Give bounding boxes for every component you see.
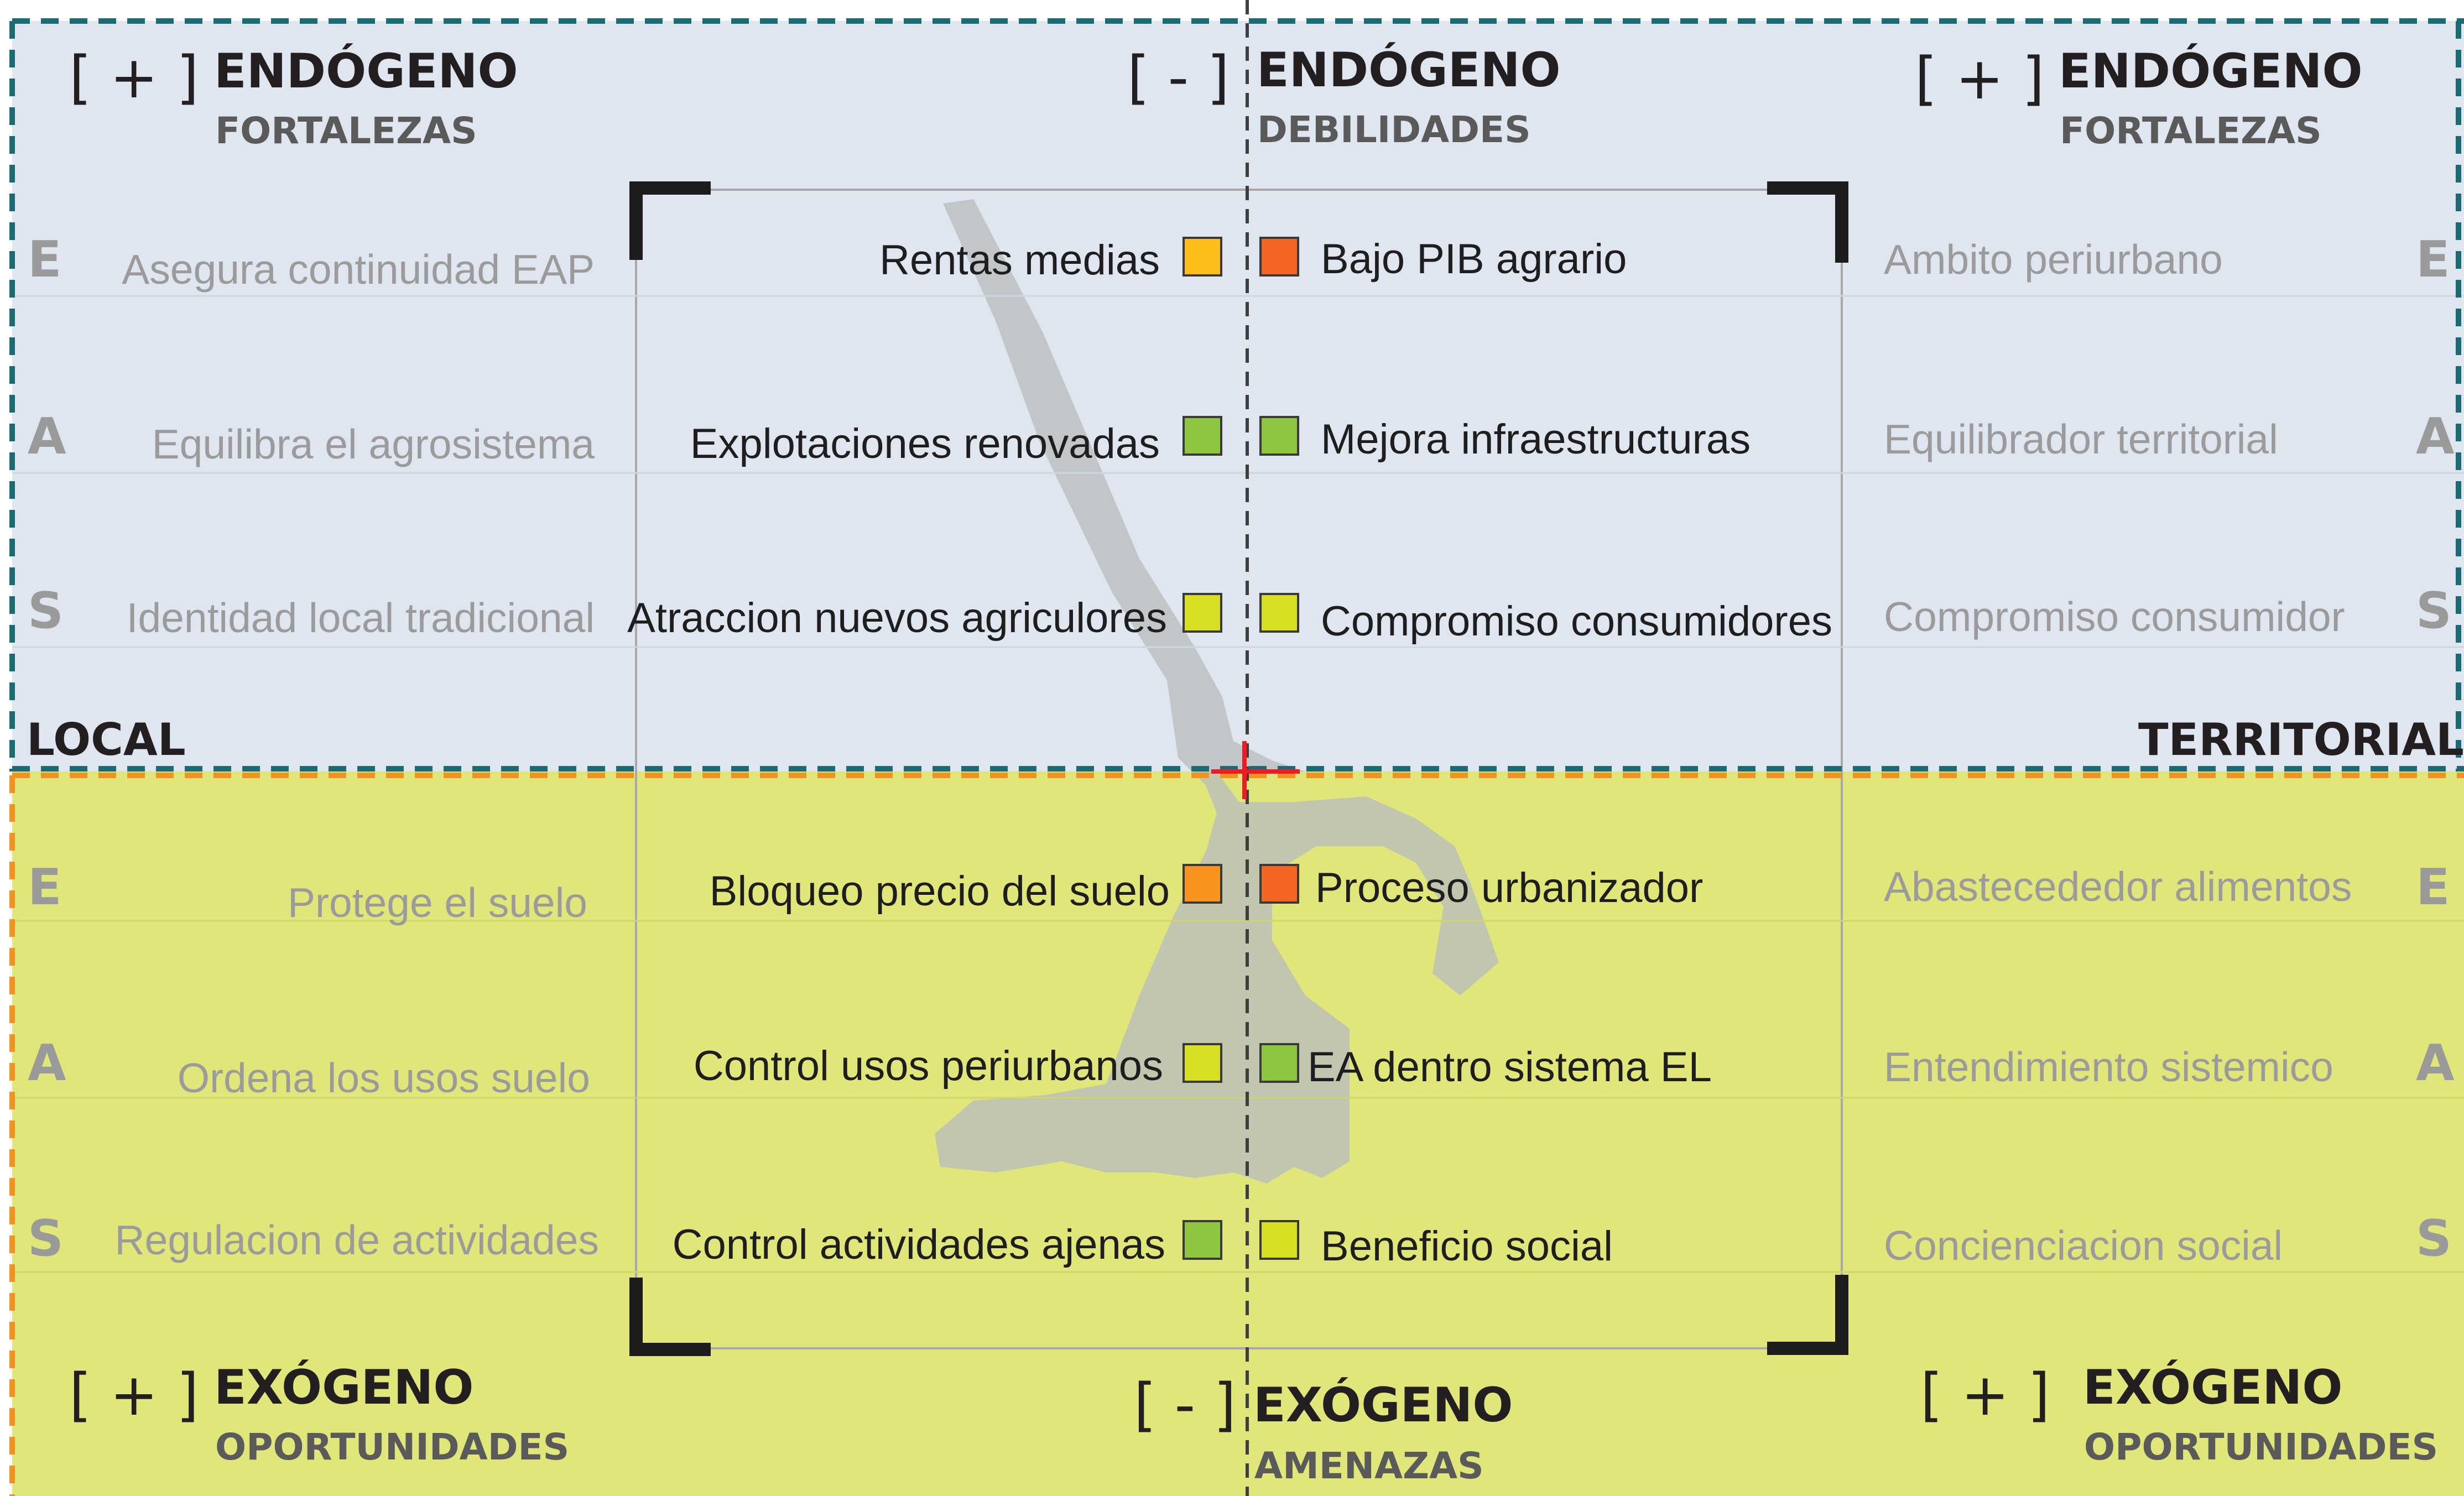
top-right-title: ENDÓGENO	[2059, 44, 2363, 99]
territorial-item-top-s: Compromiso consumidor	[1884, 593, 2345, 640]
indicator-square-top-right-s	[1259, 593, 1299, 633]
top-center-subtitle: DEBILIDADES	[1257, 108, 1531, 151]
weakness-item-top-s: Compromiso consumidores	[1321, 598, 1832, 645]
letter-s-top-left: S	[28, 582, 64, 640]
threat-item-bottom-s: Beneficio social	[1321, 1223, 1613, 1270]
letter-a-top-left: A	[28, 408, 66, 466]
bottom-right-subtitle: OPORTUNIDADES	[2084, 1426, 2439, 1468]
weakness-item-top-a: Mejora infraestructuras	[1321, 416, 1751, 463]
letter-e-bottom-right: E	[2416, 858, 2450, 916]
opportunity-item-bottom-a: Control usos periurbanos	[693, 1042, 1163, 1090]
axis-territorial-label: TERRITORIAL	[2138, 714, 2464, 765]
center-cross	[1211, 741, 1300, 799]
letter-s-top-right: S	[2416, 582, 2452, 640]
row-separators	[12, 295, 2464, 648]
row-separators-bottom	[12, 920, 2464, 1273]
letter-a-top-right: A	[2416, 408, 2455, 466]
opportunity-item-bottom-s: Control actividades ajenas	[672, 1221, 1165, 1268]
threat-item-bottom-a: EA dentro sistema EL	[1307, 1044, 1712, 1091]
bottom-right-sign: [ + ]	[1920, 1361, 2050, 1429]
top-left-sign: [ + ]	[69, 44, 199, 111]
letter-e-bottom-left: E	[28, 858, 62, 916]
top-right-subtitle: FORTALEZAS	[2060, 110, 2322, 152]
bottom-right-title: EXÓGENO	[2083, 1360, 2343, 1415]
top-right-sign: [ + ]	[1915, 45, 2045, 112]
local-item-top-a: Equilibra el agrosistema	[152, 421, 595, 467]
bottom-center-sign: [ - ]	[1134, 1371, 1236, 1438]
letter-s-bottom-right: S	[2416, 1210, 2452, 1268]
weakness-item-top-e: Bajo PIB agrario	[1321, 236, 1627, 283]
territorial-item-bottom-s: Concienciacion social	[1884, 1222, 2283, 1269]
indicator-square-bottom-left-e	[1182, 864, 1222, 904]
territorial-item-bottom-e: Abastecededor alimentos	[1884, 863, 2352, 910]
bottom-center-subtitle: AMENAZAS	[1254, 1445, 1484, 1487]
top-left-title: ENDÓGENO	[214, 44, 518, 99]
indicator-square-bottom-right-s	[1259, 1220, 1299, 1260]
letter-e-top-left: E	[28, 231, 62, 289]
corner-brackets	[629, 181, 1848, 1356]
letter-e-top-right: E	[2416, 231, 2450, 289]
strength-item-top-s: Atraccion nuevos agriculores	[627, 595, 1167, 642]
endogenous-border	[9, 18, 2464, 772]
indicator-square-top-left-e	[1182, 237, 1222, 277]
letter-a-bottom-left: A	[28, 1034, 66, 1092]
bottom-left-title: EXÓGENO	[214, 1360, 474, 1415]
opportunity-item-bottom-e: Bloqueo precio del suelo	[709, 868, 1170, 915]
letter-a-bottom-right: A	[2416, 1034, 2455, 1092]
indicator-square-bottom-right-a	[1259, 1043, 1299, 1083]
local-item-bottom-e: Protege el suelo	[287, 879, 587, 926]
territorial-item-top-e: Ambito periurbano	[1884, 236, 2223, 283]
bottom-left-sign: [ + ]	[69, 1361, 199, 1429]
indicator-square-top-right-e	[1259, 237, 1299, 277]
top-center-title: ENDÓGENO	[1257, 43, 1561, 98]
territorial-item-bottom-a: Entendimiento sistemico	[1884, 1044, 2333, 1090]
axis-local-label: LOCAL	[27, 714, 186, 765]
local-item-bottom-a: Ordena los usos suelo	[177, 1055, 590, 1101]
bottom-left-subtitle: OPORTUNIDADES	[215, 1426, 570, 1468]
top-center-sign: [ - ]	[1127, 44, 1230, 111]
local-item-bottom-s: Regulacion de actividades	[114, 1217, 599, 1263]
map-silhouette	[935, 199, 1499, 1184]
indicator-square-top-left-a	[1182, 416, 1222, 456]
local-item-top-s: Identidad local tradicional	[126, 595, 595, 641]
territorial-item-top-a: Equilibrador territorial	[1884, 416, 2278, 462]
top-left-subtitle: FORTALEZAS	[215, 110, 477, 152]
strength-item-top-a: Explotaciones renovadas	[690, 420, 1160, 467]
local-item-top-e: Asegura continuidad EAP	[122, 246, 595, 293]
indicator-square-top-right-a	[1259, 416, 1299, 456]
strength-item-top-e: Rentas medias	[879, 237, 1160, 284]
letter-s-bottom-left: S	[28, 1210, 64, 1268]
bottom-center-title: EXÓGENO	[1253, 1378, 1513, 1433]
indicator-square-bottom-right-e	[1259, 864, 1299, 904]
indicator-square-bottom-left-s	[1182, 1220, 1222, 1260]
exogenous-border	[9, 773, 2464, 1496]
threat-item-bottom-e: Proceso urbanizador	[1315, 864, 1704, 911]
indicator-square-bottom-left-a	[1182, 1043, 1222, 1083]
indicator-square-top-left-s	[1182, 593, 1222, 633]
